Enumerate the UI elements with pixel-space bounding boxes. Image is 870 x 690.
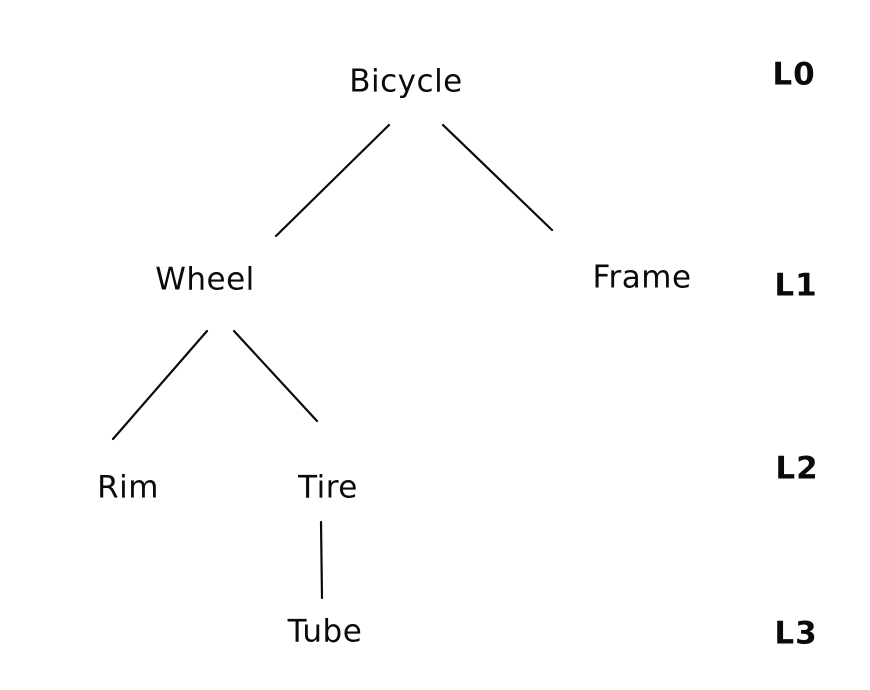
level-label-l2: L2 [775,450,819,487]
tree-node-rim[interactable]: Rim [97,469,159,506]
tree-node-bicycle[interactable]: Bicycle [349,63,463,100]
tree-node-frame[interactable]: Frame [592,259,692,296]
tree-node-tire[interactable]: Tire [298,469,358,506]
tree-node-wheel[interactable]: Wheel [155,261,255,298]
tree-edge-wheel-tire [232,329,319,423]
tree-edge-bicycle-frame [441,123,554,232]
tree-edge-tire-tube [319,520,324,600]
tree-edges [111,123,554,600]
tree-edge-bicycle-wheel [274,123,391,238]
level-label-l0: L0 [772,56,816,93]
tree-node-tube[interactable]: Tube [287,613,363,650]
level-label-l1: L1 [774,267,818,304]
level-label-l3: L3 [774,615,818,652]
tree-edge-wheel-rim [111,329,209,441]
